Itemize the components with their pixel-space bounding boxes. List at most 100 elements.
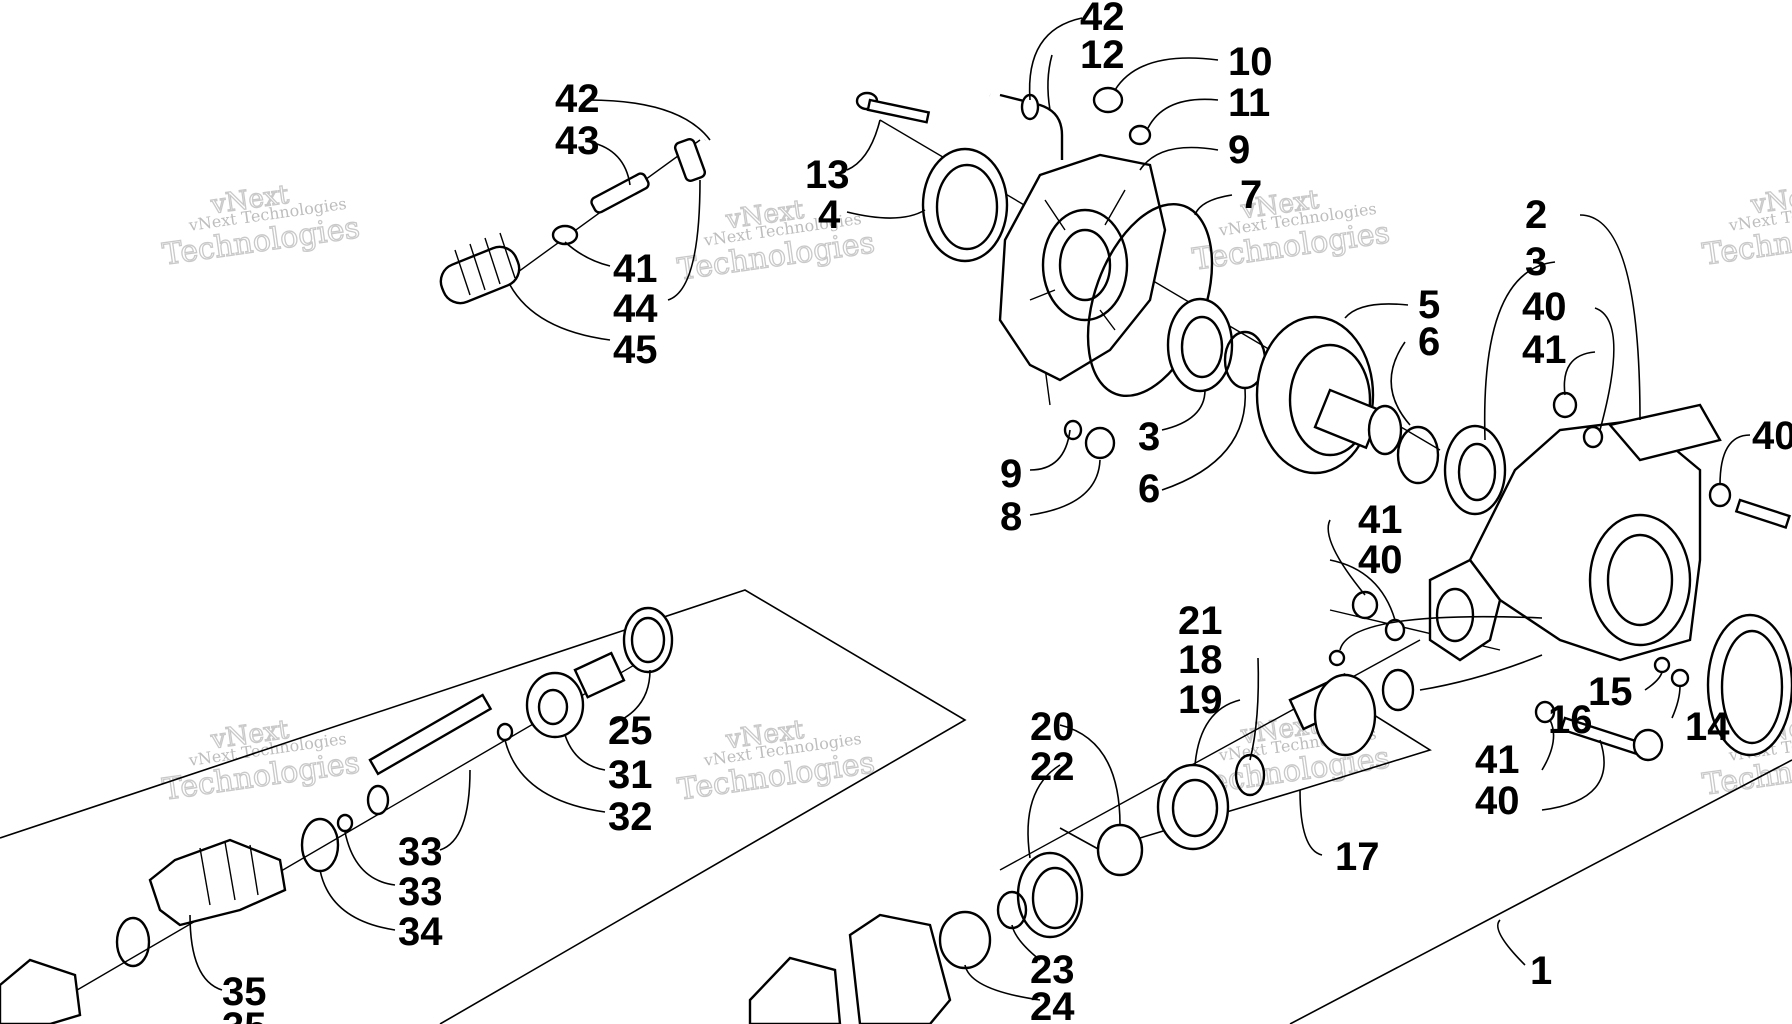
bracket-left-assembly (0, 589, 967, 1024)
hose-fitting (999, 93, 1064, 160)
callout-17: 16 (1548, 698, 1593, 742)
callout-3-cover: 3 (1138, 415, 1160, 459)
leader-1 (1497, 919, 1526, 966)
leader-34 (439, 769, 471, 851)
leader-18 (1299, 789, 1323, 856)
housing-nut (1552, 391, 1578, 419)
leader-16 (1644, 671, 1663, 691)
callout-6-right: 6 (1418, 320, 1440, 364)
housing-nut (1351, 590, 1379, 620)
pinion-bearing (1156, 763, 1230, 851)
callout-33-lower: 33 (398, 870, 443, 914)
bracket-main-assembly (1289, 759, 1792, 1024)
callout-39: 40 (1475, 779, 1520, 823)
callout-10: 9 (1228, 128, 1250, 172)
leader-8 (1029, 429, 1071, 471)
differential-housing (1428, 403, 1722, 662)
drive-shaft (366, 693, 493, 816)
callout-23: 22 (1030, 745, 1075, 789)
callout-2: 2 (1525, 193, 1547, 237)
leader-17 (1419, 654, 1543, 691)
callout-40-lower: 41 (1475, 738, 1520, 782)
cable-clip (673, 137, 707, 183)
leader-31 (609, 669, 651, 726)
leader-43 (587, 99, 711, 141)
differential-cover (998, 153, 1167, 382)
leader-4 (846, 209, 926, 219)
leader-32 (564, 734, 606, 771)
callout-5: 5 (1418, 283, 1440, 327)
fill-plug (1084, 426, 1116, 460)
callout-19: 18 (1178, 638, 1223, 682)
callout-15: 14 (1685, 705, 1730, 749)
leader-3-right (1483, 261, 1556, 441)
leader-14 (846, 119, 881, 171)
leader-10 (1139, 146, 1219, 171)
leader-15 (1671, 685, 1681, 719)
leader-25 (964, 964, 1041, 1001)
leader-2 (1579, 214, 1641, 421)
leader-3-cover (1161, 389, 1206, 431)
callout-31: 25 (608, 709, 653, 753)
assembly-brackets (0, 589, 1792, 1024)
housing-washer (1708, 482, 1732, 508)
callout-41-upper: 41 (1522, 328, 1567, 372)
leader-35 (319, 869, 396, 931)
watermark: vNext Technologies vNext Technologies (160, 179, 363, 273)
callout-36: 35 (222, 970, 267, 1014)
leader-13 (1047, 54, 1053, 111)
drain-plug (1092, 86, 1124, 114)
leader-39 (1541, 739, 1605, 811)
leader-44 (589, 141, 631, 186)
callout-20: 19 (1178, 678, 1223, 722)
callout-12: 11 (1228, 81, 1270, 125)
ring-gear (1255, 315, 1403, 475)
ring-gear-bearing (1443, 424, 1507, 516)
callout-33-upper: 32 (608, 795, 653, 839)
housing-bolt (1559, 716, 1664, 762)
callout-1: 1 (1530, 949, 1552, 993)
vent-washer (1653, 656, 1671, 674)
pinion-pin (1328, 649, 1346, 667)
leader-41-mid (1327, 519, 1366, 596)
callout-labels: 42 43 41 44 45 42 12 10 11 9 13 4 7 3 6 … (222, 0, 1792, 1024)
leader-40-mid (1329, 559, 1396, 621)
callout-8: 9 (1000, 452, 1022, 496)
housing-output-seal (1706, 613, 1792, 757)
leader-40-lower (1541, 719, 1555, 771)
leader-20 (1194, 699, 1241, 766)
housing-gasket (848, 913, 952, 1024)
pinion-collar (1381, 668, 1415, 712)
leader-6-left (1161, 387, 1247, 491)
watermark: vNext Technologies vNext Technologies (160, 714, 363, 808)
callout-40-mid: 40 (1358, 538, 1403, 582)
leader-36 (189, 914, 223, 991)
ring-gear-shim (1396, 425, 1440, 485)
pinion-bushing (938, 910, 992, 970)
shaft-pin (496, 722, 514, 742)
leader-9 (1194, 194, 1233, 216)
callout-40-right: 40 (1752, 414, 1792, 458)
callout-25: 24 (1030, 985, 1075, 1024)
bracket-pinion-assembly-end (1059, 827, 1101, 851)
cover-bolt (855, 91, 931, 124)
callout-40-upper: 40 (1522, 285, 1567, 329)
pinion-gear (1288, 673, 1377, 757)
callout-7: 8 (1000, 495, 1022, 539)
rubber-boot (439, 232, 521, 305)
shaft-seal (622, 606, 674, 674)
housing-stud (1734, 498, 1791, 529)
callout-43: 42 (555, 77, 600, 121)
leader-12 (1147, 98, 1219, 129)
leader-46 (509, 284, 611, 341)
callout-11: 10 (1228, 40, 1273, 84)
watermark: vNext Technologies vNext Technologies (1700, 179, 1792, 273)
callout-16: 15 (1588, 670, 1633, 714)
leader-7 (1029, 459, 1101, 516)
leader-19 (1249, 657, 1260, 761)
callout-18: 17 (1335, 835, 1380, 879)
leader-41-upper (1563, 351, 1596, 396)
watermark: vNext Technologies vNext Technologies (1190, 184, 1393, 278)
cable-adjuster (590, 172, 650, 214)
